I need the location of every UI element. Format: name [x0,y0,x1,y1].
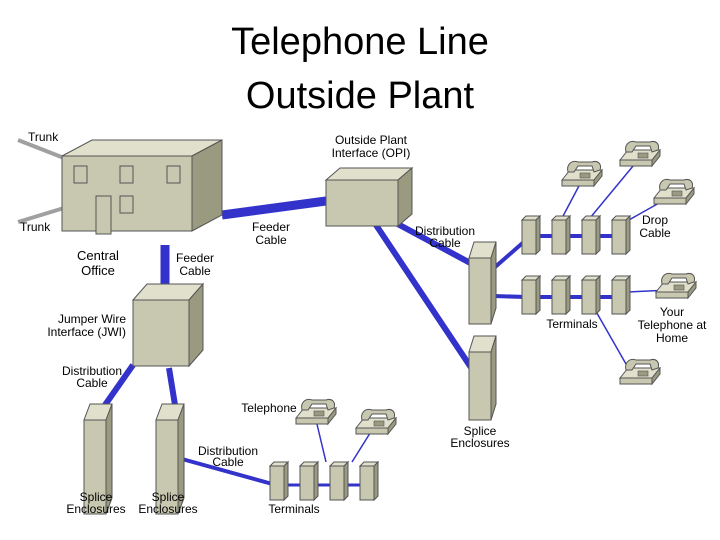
telephone-icon [618,359,662,386]
your-telephone-label-1: Your [660,305,684,319]
terminals [268,214,632,502]
telephone-icon [294,399,338,426]
splice-enclosures-right-label-1: Splice [464,424,497,438]
trunk-line-bottom [17,206,65,224]
terminal-box [298,460,320,502]
title-line-1: Telephone Line [231,21,489,63]
splice-enclosure-opi-upper [468,241,497,325]
feeder-cable-co-label-1: Feeder [176,251,214,265]
title-line-2: Outside Plant [246,75,475,117]
terminal-box [550,214,572,256]
opi-box [324,166,414,228]
telephone-label: Telephone [241,401,297,415]
distribution-cable-opi-to-splice-upper [392,219,476,268]
terminals-bottom-label: Terminals [268,502,319,516]
feeder-cable-opi-label-1: Feeder [252,220,290,234]
jwi-label-1: Jumper Wire [58,312,126,326]
drop-line-2 [589,159,639,219]
drop-cable-label-1: Drop [642,213,668,227]
splice-enclosures-left1-label-1: Splice [80,490,113,504]
trunk-label-top: Trunk [28,130,59,144]
telephones [294,141,698,436]
terminal-box [520,214,542,256]
splice-enclosures-right-label-2: Enclosures [450,436,509,450]
drop-cable-label-2: Cable [639,226,671,240]
central-office-label-1: Central [77,248,119,263]
splice-to-terminals-bottom [493,294,527,299]
opi-label-1: Outside Plant [335,133,408,147]
distribution-cable-left-label-2: Cable [76,376,108,390]
terminal-box [580,274,602,316]
your-telephone-label-2: Telephone at [638,318,707,332]
splice-enclosures-left1-label-2: Enclosures [66,502,125,516]
drop-line-telephone-2 [351,429,373,463]
telephone-icon [652,179,696,206]
feeder-cable-opi-label-2: Cable [255,233,287,247]
trunk-line-top [17,138,65,160]
terminal-box [520,274,542,316]
jwi-label-2: Interface (JWI) [47,325,126,339]
feeder-cable-co-label-2: Cable [179,264,211,278]
splice-enclosure-opi-lower [468,335,497,421]
distribution-cable-left-label-1: Distribution [62,364,122,378]
central-office-label-2: Office [81,263,115,278]
splice-enclosures-left2-label-2: Enclosures [138,502,197,516]
splice-to-terminals-top [492,238,528,270]
terminal-box [328,460,350,502]
terminal-box [358,460,380,502]
distribution-cable-jwi-right [166,367,178,406]
splice-enclosure-left-1 [83,403,113,515]
cables [102,196,620,487]
central-office-building [61,139,223,235]
terminal-box [610,214,632,256]
splice-enclosure-left-2 [155,403,185,515]
distribution-cable-bottom-label-1: Distribution [198,444,258,458]
splice-enclosures-left2-label-1: Splice [152,490,185,504]
drop-line-telephone-1 [315,419,327,463]
jwi-box [131,282,205,368]
telephone-icon [560,161,604,188]
feeder-cable-co-to-opi [221,196,327,220]
distribution-cable-jwi-left [102,363,136,407]
trunk-label-bottom: Trunk [20,220,51,234]
terminal-box [268,460,290,502]
drop-line-1 [561,183,581,219]
terminal-box [610,274,632,316]
telephone-icon [618,141,662,168]
terminal-box [580,214,602,256]
distribution-cable-opi-to-splice [373,223,477,374]
your-telephone-label-3: Home [656,331,688,345]
distribution-cable-bottom-label-2: Cable [212,455,244,469]
terminal-box [550,274,572,316]
telephone-icon [354,409,398,436]
distribution-cable-opi-label-1: Distribution [415,224,475,238]
opi-label-2: Interface (OPI) [332,146,411,160]
labels: Trunk Trunk Central Office Outside Plant… [20,130,707,516]
telephone-icon [654,273,698,300]
distribution-cable-opi-label-2: Cable [429,236,461,250]
terminals-right-label: Terminals [546,317,597,331]
distribution-cable-bottom [181,457,277,487]
